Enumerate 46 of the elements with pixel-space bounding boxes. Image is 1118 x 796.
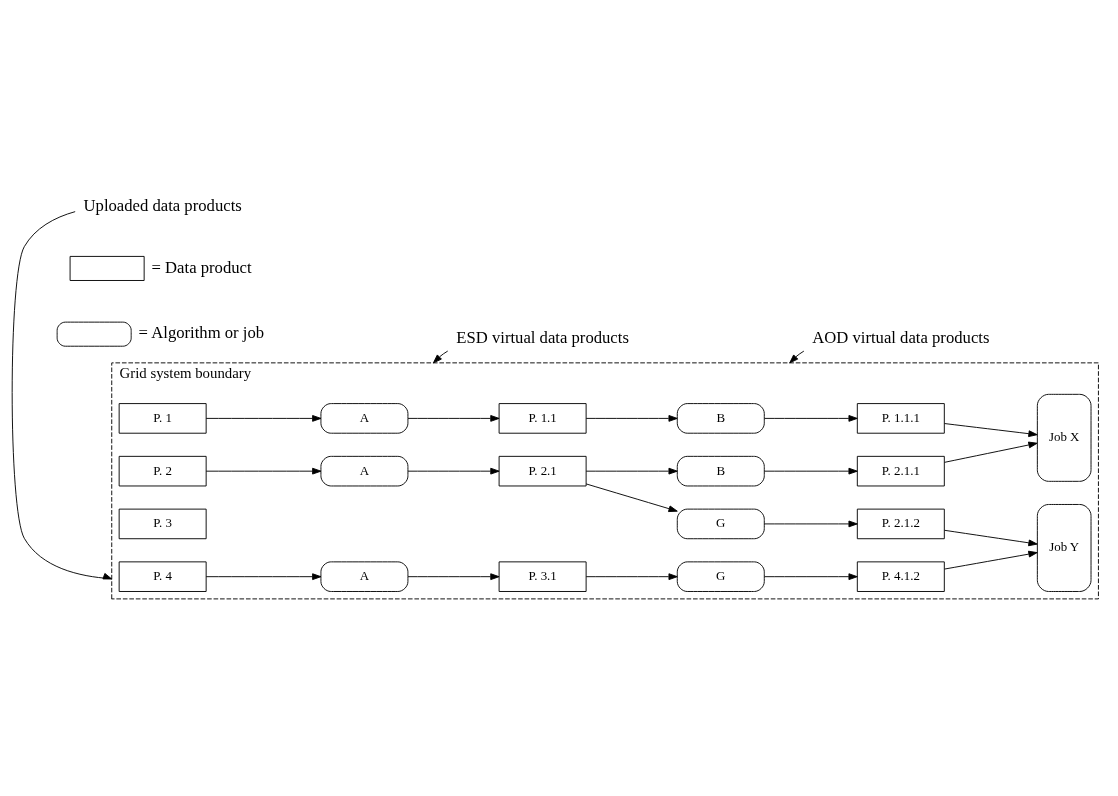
arrow [205,572,322,580]
node-box: P. 1 [118,402,207,434]
node-box: Job X [1036,393,1092,482]
arrow [944,529,1038,546]
arrow [585,414,678,422]
arrow [944,422,1038,437]
arrow [789,350,805,363]
node-box: G [676,508,765,539]
arrow [407,572,500,580]
node-box: B [676,455,765,486]
node-box: Job Y [1036,503,1092,592]
node-box: P. 4 [118,560,207,592]
arrow [763,467,858,475]
node-box: A [320,402,409,434]
node-text: Uploaded data products [83,195,242,215]
node-box: G [676,560,765,592]
arrow [944,441,1038,463]
arrow [763,572,858,580]
node-box: P. 4.1.2 [856,560,945,592]
arrow [763,414,858,422]
node-box: B [676,402,765,434]
arrow [944,550,1038,570]
legend-label: = Data product [151,257,252,277]
node-text: AOD virtual data products [812,327,990,347]
arrow [205,467,322,475]
arrow [407,414,500,422]
node-text: ESD virtual data products [456,327,629,347]
node-box: P. 3 [118,508,207,539]
node-box: P. 2.1 [498,455,587,486]
arrow [407,467,500,475]
node-box: P. 2.1.1 [856,455,945,486]
node-box: A [320,455,409,486]
node-box: P. 1.1 [498,402,587,434]
arrow [763,520,858,527]
arrow [11,210,113,579]
legend-label: = Algorithm or job [138,322,265,342]
node-box: P. 2 [118,455,207,486]
node-box: P. 2.1.2 [856,508,945,539]
arrow [585,482,678,512]
arrow [585,572,678,580]
arrow [205,414,322,422]
node-box: A [320,560,409,592]
arrow [585,467,678,475]
arrow [432,350,449,363]
node-box: P. 1.1.1 [856,402,945,434]
node-box: P. 3.1 [498,560,587,592]
